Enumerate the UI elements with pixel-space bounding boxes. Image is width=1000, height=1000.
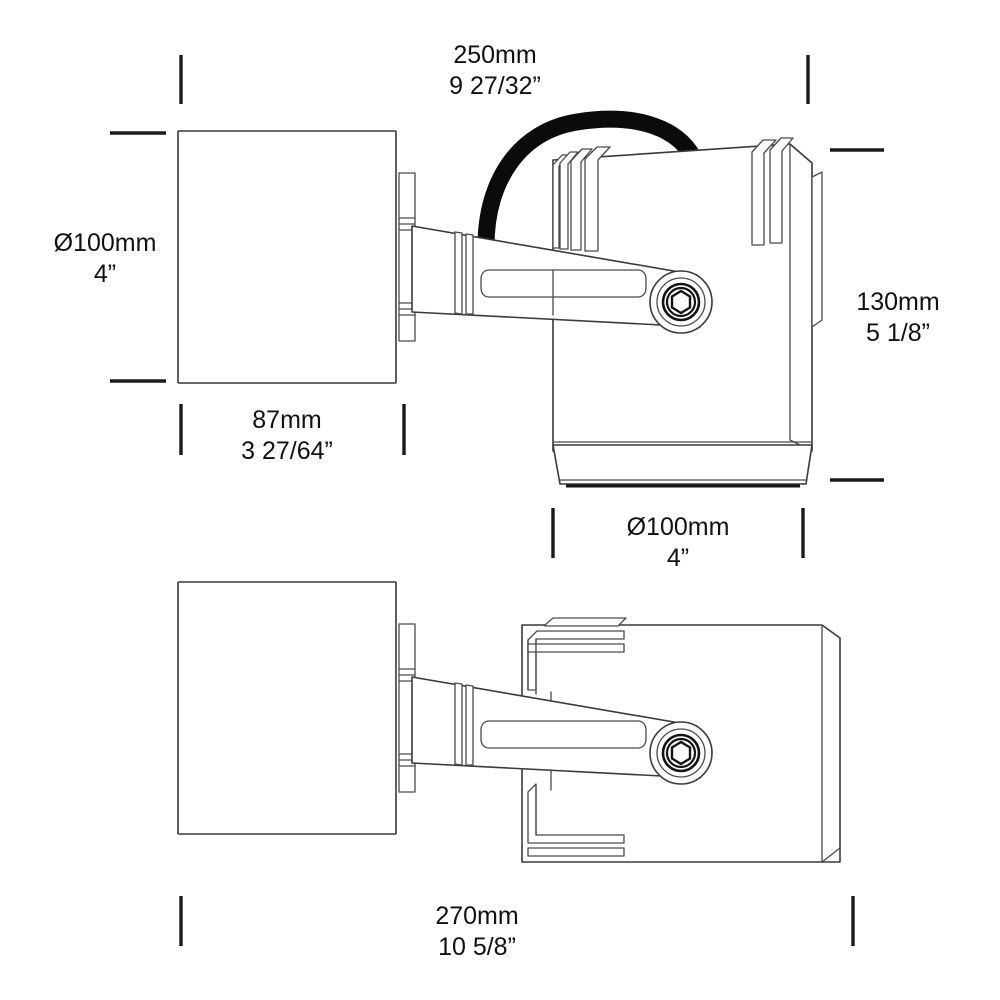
head-fins-right	[751, 137, 794, 246]
dimension-130mm-metric: 130mm	[856, 288, 940, 316]
power-cable	[477, 110, 699, 255]
hex-socket-bolt-icon	[670, 289, 692, 315]
pivot-boss-ring-1	[656, 277, 706, 327]
fin-right-2	[769, 137, 794, 244]
dimension-label-dia100-bottom: Ø100mm 4”	[587, 512, 769, 574]
dimension-250mm-imperial: 9 27/32”	[449, 72, 541, 100]
fin-left-1	[552, 154, 569, 249]
head-fins-top-side	[527, 617, 627, 695]
dimension-label-dia100-left: Ø100mm 4”	[30, 228, 180, 290]
dimension-dia100-left-imperial: 4”	[93, 260, 117, 288]
dimension-270mm-metric: 270mm	[435, 902, 519, 930]
arm-slot-side	[480, 720, 647, 749]
arm-slot	[480, 269, 647, 298]
dimension-87mm-imperial: 3 27/64”	[241, 437, 333, 465]
dimension-label-130mm: 130mm 5 1/8”	[826, 287, 970, 349]
wall-plate-body	[177, 130, 397, 384]
dimension-270mm-imperial: 10 5/8”	[438, 933, 516, 961]
fin-left-3	[570, 148, 593, 251]
side-view-adjustable-arm	[411, 676, 713, 785]
fin-bottom-1	[527, 783, 625, 844]
side-view-wall-plate	[177, 581, 397, 835]
fin-top-3	[527, 643, 625, 653]
dimension-250mm-metric: 250mm	[453, 41, 537, 69]
lens-ring-body	[552, 444, 813, 485]
top-view-adjustable-arm	[411, 225, 713, 334]
fin-right-1	[751, 139, 777, 246]
dimension-label-87mm: 87mm 3 27/64”	[207, 405, 367, 467]
dimension-dia100-bottom-imperial: 4”	[666, 544, 690, 572]
fin-top-2	[527, 630, 625, 691]
side-view-mounting-flange	[398, 623, 416, 793]
head-endcap-bevel	[821, 637, 841, 863]
head-fins-left	[552, 146, 611, 252]
side-view-group	[177, 581, 855, 946]
head-lens-ring	[552, 441, 813, 488]
dimension-dia100-bottom-metric: Ø100mm	[626, 513, 730, 541]
fin-top-1	[544, 617, 627, 627]
dimension-dia100-left-metric: Ø100mm	[53, 229, 157, 257]
fin-left-4	[584, 146, 611, 252]
side-view-dimension-ticks	[179, 896, 855, 946]
hex-socket-bolt-icon-side	[670, 740, 692, 766]
top-view-group	[110, 55, 884, 558]
head-fins-bottom-side	[527, 783, 625, 857]
dimension-130mm-imperial: 5 1/8”	[866, 319, 930, 347]
dimension-87mm-metric: 87mm	[252, 406, 322, 434]
dimension-label-250mm: 250mm 9 27/32”	[394, 40, 596, 102]
arm-collar-a-side	[454, 682, 463, 766]
arm-collar-b-side	[465, 684, 474, 766]
top-view-dimension-ticks	[110, 55, 884, 558]
arm-collar-a	[454, 231, 463, 315]
arm-collar-b	[465, 233, 474, 315]
head-right-tab	[811, 171, 823, 328]
fin-left-2	[559, 151, 579, 250]
dimension-label-270mm: 270mm 10 5/8”	[386, 901, 568, 963]
pivot-boss-ring-1-side	[656, 728, 706, 778]
fin-bottom-2	[527, 847, 625, 857]
top-view-wall-plate	[177, 130, 397, 384]
wall-plate-body-side	[177, 581, 397, 835]
